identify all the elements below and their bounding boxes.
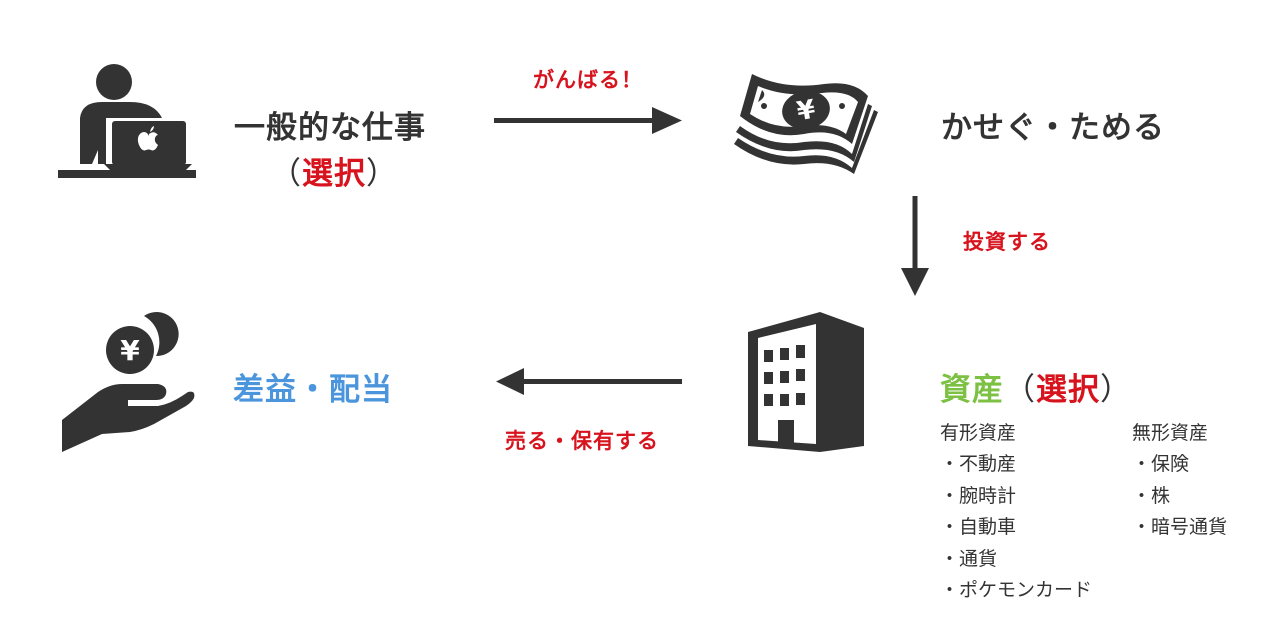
building-icon: [748, 312, 866, 452]
svg-text:¥: ¥: [795, 95, 818, 128]
list-item: ・自動車: [940, 516, 1017, 538]
tangible-assets-list: 有形資産 ・不動産 ・腕時計 ・自動車 ・通貨 ・ポケモンカード: [940, 418, 1092, 607]
yen-banknote-icon: ¥: [734, 66, 880, 176]
list-item: ・保険: [1132, 453, 1190, 475]
paren-open: （: [1004, 372, 1036, 408]
money-title: かせぐ・ためる: [941, 110, 1165, 146]
list-item: ・不動産: [940, 453, 1017, 475]
arrow-down: [898, 196, 932, 302]
assets-title: 資産（選択）: [940, 364, 1132, 409]
profit-title: 差益・配当: [233, 372, 393, 408]
arrow-label-money-to-assets: 投資する: [963, 230, 1051, 254]
tangible-assets-heading: 有形資産: [940, 422, 1017, 444]
arrow-label-assets-to-profit: 売る・保有する: [505, 429, 659, 453]
work-choice-label: 選択: [302, 156, 366, 192]
work-title: 一般的な仕事: [234, 110, 426, 146]
paren-close: ）: [1100, 372, 1132, 408]
intangible-assets-list: 無形資産 ・保険 ・株 ・暗号通貨: [1132, 418, 1227, 544]
list-item: ・通貨: [940, 547, 998, 570]
person-laptop-icon: [58, 60, 198, 180]
list-item: ・腕時計: [940, 484, 1017, 507]
work-choice: （選択）: [270, 148, 398, 193]
paren-close: ）: [366, 156, 398, 192]
svg-text:¥: ¥: [120, 334, 140, 367]
hand-yen-coin-icon: ¥: [58, 310, 198, 455]
arrow-left: [494, 365, 684, 403]
arrow-right: [494, 104, 684, 142]
list-item: ・株: [1132, 484, 1171, 507]
assets-choice-label: 選択: [1036, 372, 1100, 408]
list-item: ・ポケモンカード: [940, 579, 1093, 601]
paren-open: （: [270, 156, 302, 192]
intangible-assets-heading: 無形資産: [1132, 422, 1209, 444]
assets-title-label: 資産: [940, 372, 1004, 408]
list-item: ・暗号通貨: [1132, 516, 1228, 538]
arrow-label-work-to-money: がんばる！: [533, 68, 643, 92]
